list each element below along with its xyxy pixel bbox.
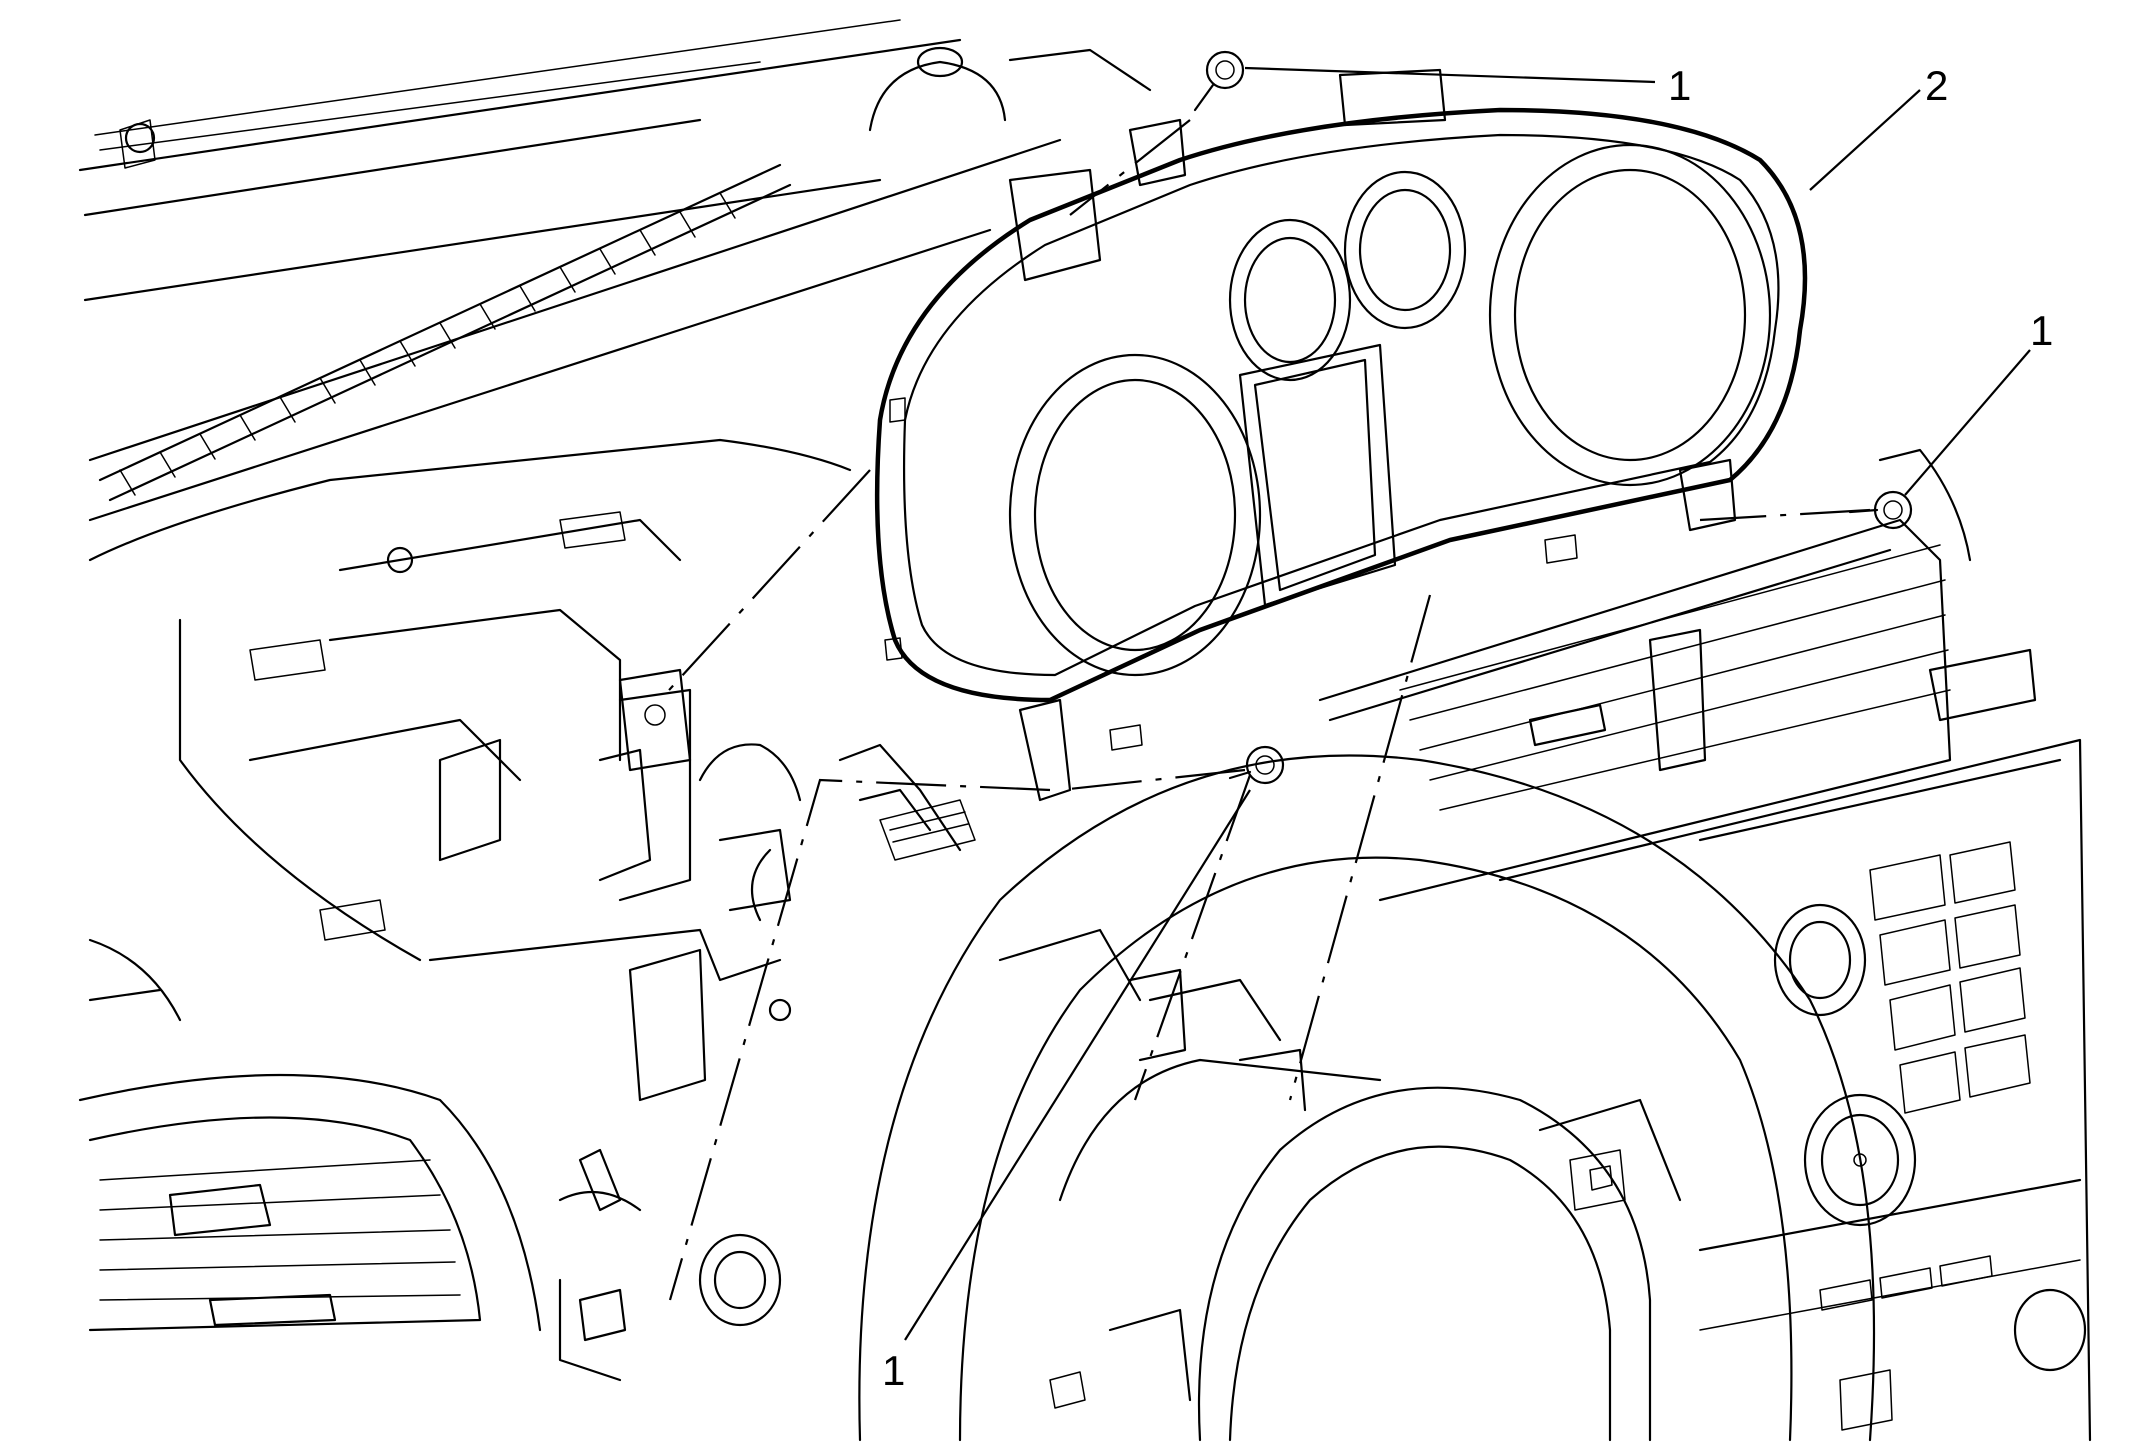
- steering-wheel: [858, 754, 1876, 1442]
- center-display: [1253, 358, 1377, 592]
- left-gauge-inner: [1033, 378, 1237, 652]
- cluster-side-tab: [1678, 458, 1737, 532]
- upper-dash-defroster: [78, 19, 1152, 522]
- callout-2-cluster: 2: [1925, 62, 1948, 109]
- cluster-top-tab-left: [1008, 168, 1102, 282]
- instrument-cluster: [874, 68, 1808, 802]
- assembly-lines: [659, 119, 1871, 1301]
- cluster-bottom-tab: [1018, 698, 1072, 802]
- defroster-grille-slats: [119, 192, 736, 496]
- radio-knob-left: [1773, 903, 1867, 1017]
- right-gauge-outer: [1488, 143, 1772, 487]
- left-dash-panel: [88, 438, 852, 1022]
- callout-1-right: 1: [2030, 307, 2053, 354]
- small-gauge-right: [1343, 170, 1467, 330]
- leader-lines: [904, 66, 2031, 1341]
- right-gauge-inner: [1513, 168, 1747, 462]
- callout-1-bottom: 1: [882, 1347, 905, 1394]
- cluster-top-tab-right: [1338, 68, 1447, 127]
- ignition-lock: [698, 1233, 782, 1327]
- left-mounting-bracket: [598, 668, 692, 882]
- radio-knob-right: [1803, 1093, 1917, 1227]
- center-air-vent: [1318, 448, 2037, 902]
- steering-column-wiring: [558, 743, 1307, 1382]
- small-gauge-left: [1228, 218, 1352, 382]
- fastener-bottom: [1228, 745, 1285, 785]
- fastener-top: [1193, 50, 1245, 112]
- center-console-radio: [1498, 738, 2092, 1442]
- callout-labels: 1 2 1 1: [882, 62, 2053, 1394]
- harness-connector: [879, 799, 976, 861]
- callout-1-top: 1: [1668, 62, 1691, 109]
- left-gauge-outer: [1008, 353, 1262, 677]
- left-air-vent: [78, 1073, 542, 1332]
